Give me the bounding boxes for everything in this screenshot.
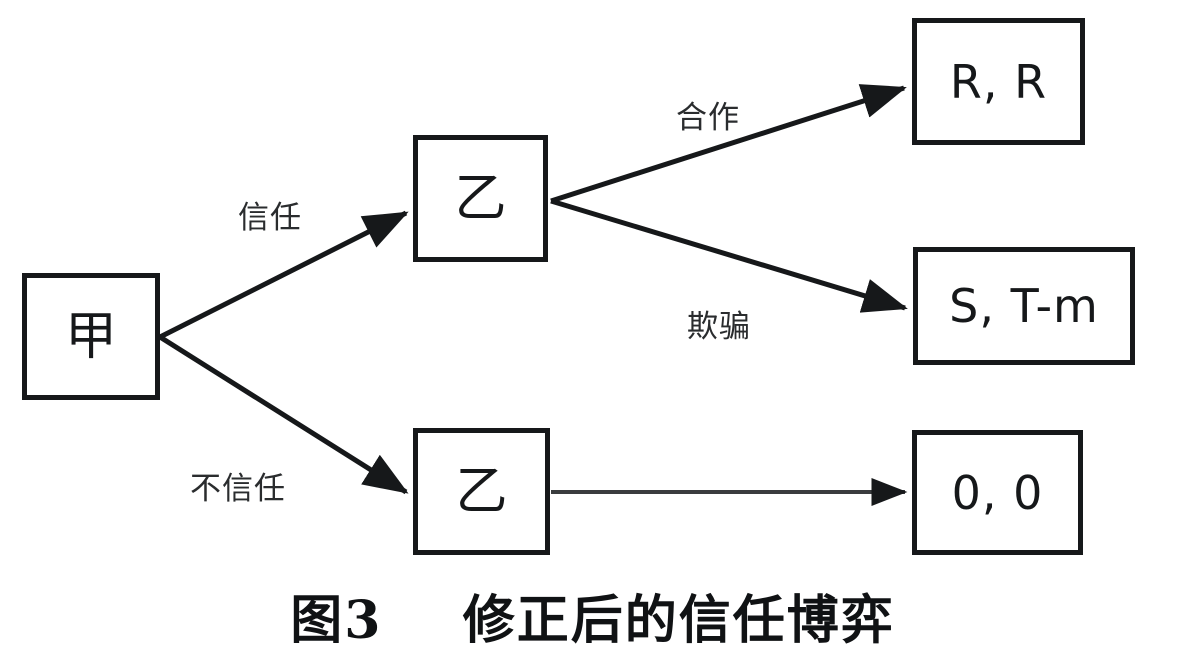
edge-trust-line — [158, 210, 409, 340]
node-payoff-deceive[interactable]: S, T-m — [913, 247, 1135, 365]
edge-label-trust: 信任 — [238, 200, 302, 236]
node-player-a[interactable]: 甲 — [22, 273, 160, 400]
edge-cooperate-line — [550, 84, 907, 204]
edge-distrust-line — [158, 334, 409, 495]
edge-label-cooperate: 合作 — [676, 100, 740, 136]
node-player-b-trust-label: 乙 — [454, 168, 507, 229]
figure-caption: 图3 修正后的信任博弈 — [290, 590, 895, 651]
node-player-a-label: 甲 — [64, 306, 117, 367]
edge-label-deceive: 欺骗 — [687, 309, 751, 345]
node-player-b-distrust-label: 乙 — [455, 461, 508, 522]
node-payoff-cooperate-label: R, R — [949, 54, 1048, 109]
node-player-b-distrust[interactable]: 乙 — [413, 428, 550, 555]
edge-label-distrust: 不信任 — [190, 471, 286, 507]
node-payoff-distrust-label: 0, 0 — [951, 465, 1044, 520]
node-player-b-trust[interactable]: 乙 — [413, 135, 548, 262]
node-payoff-distrust[interactable]: 0, 0 — [912, 430, 1083, 555]
node-payoff-cooperate[interactable]: R, R — [912, 18, 1085, 145]
edge-deceive-line — [550, 198, 908, 313]
node-payoff-deceive-label: S, T-m — [949, 279, 1099, 333]
